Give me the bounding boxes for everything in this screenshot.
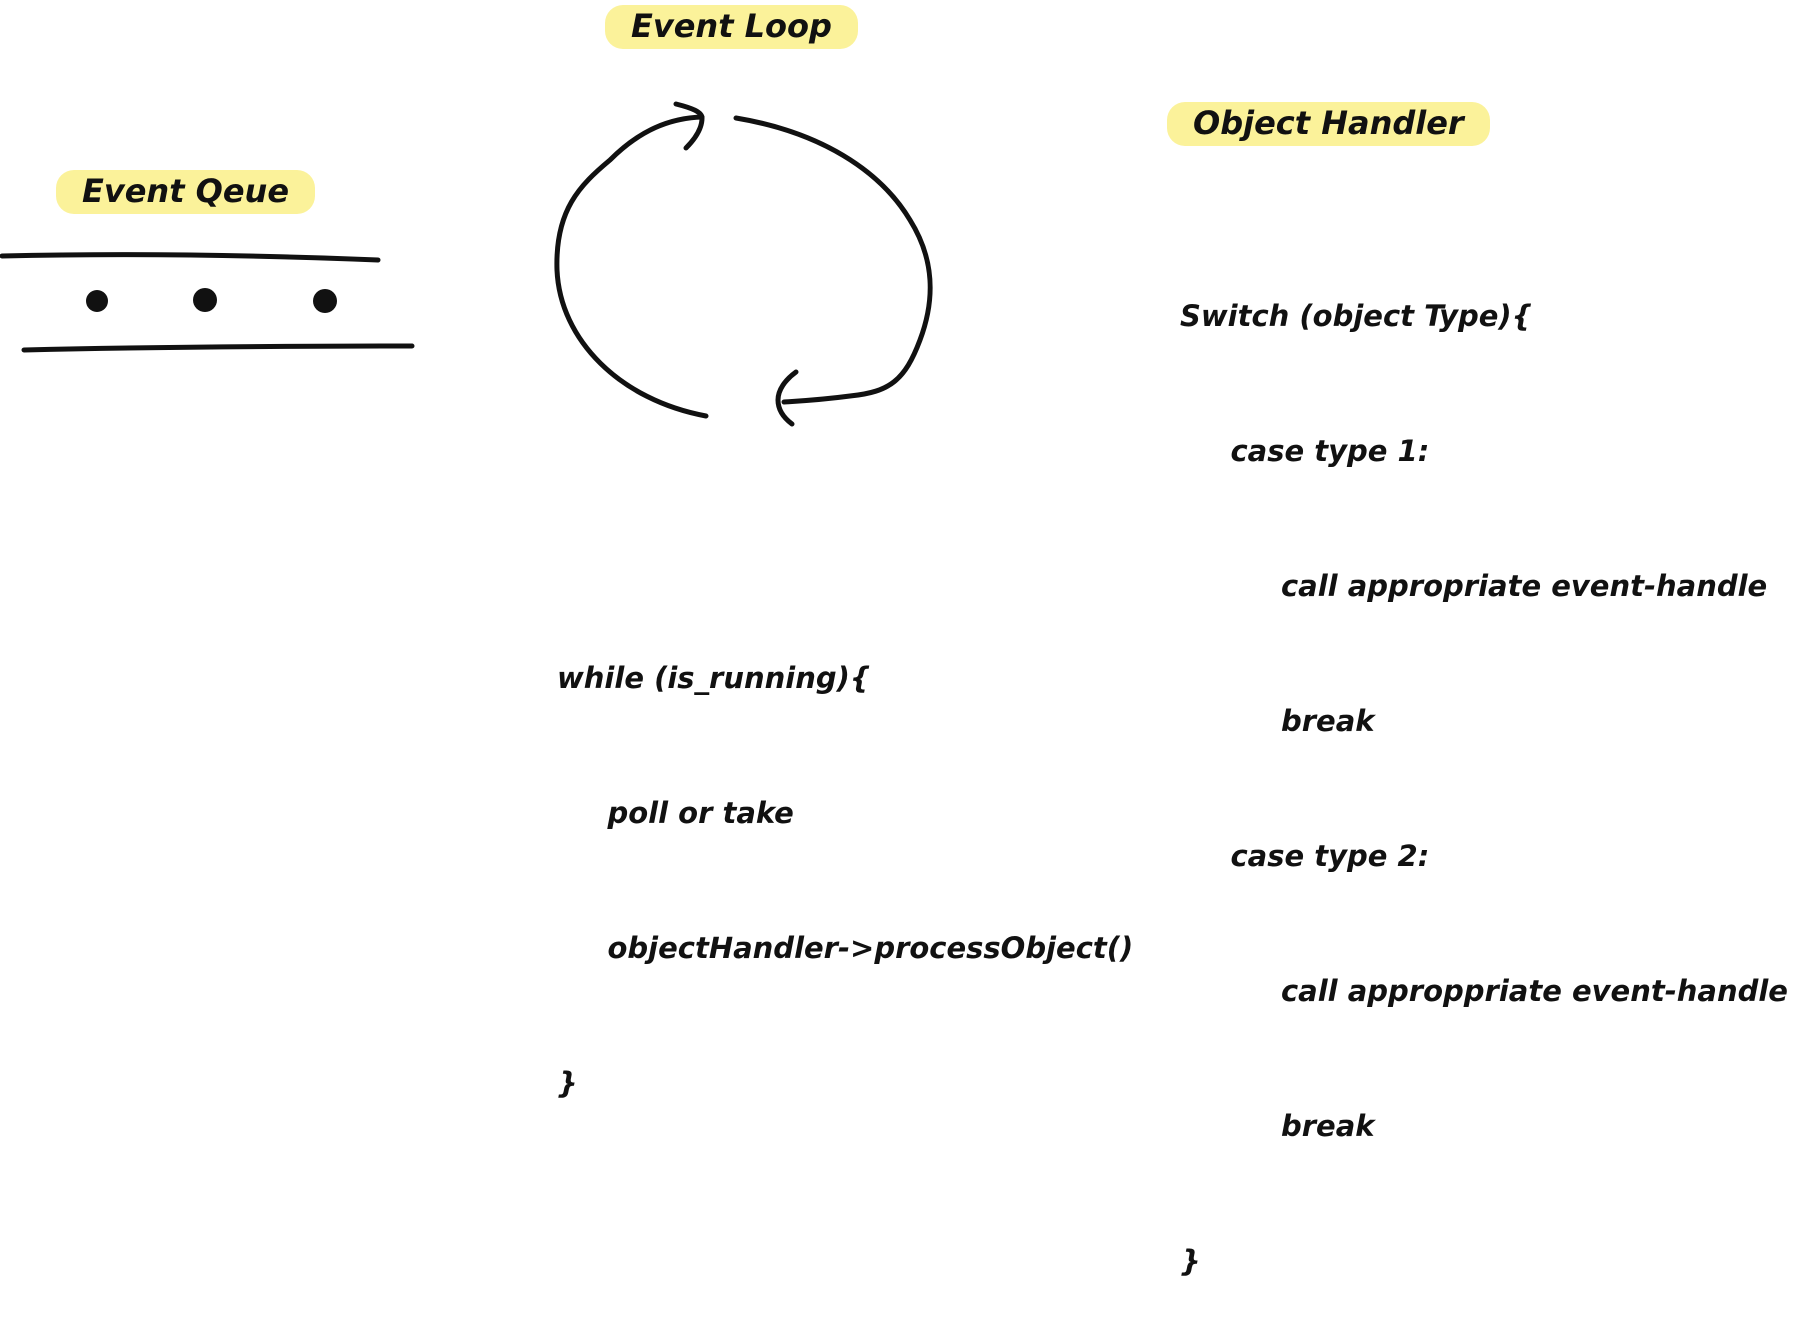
object-handler-code: Switch (object Type){ case type 1: call … bbox=[1180, 204, 1788, 1329]
code-line: case type 1: bbox=[1180, 434, 1430, 468]
code-line: poll or take bbox=[557, 796, 794, 830]
queue-item-dot bbox=[193, 288, 217, 312]
code-line: case type 2: bbox=[1180, 839, 1430, 873]
code-line: break bbox=[1180, 704, 1375, 738]
code-line: } bbox=[1180, 1244, 1201, 1278]
queue-item-dot bbox=[86, 290, 108, 312]
code-line: call approppriate event-handle bbox=[1180, 974, 1788, 1008]
queue-top-line bbox=[0, 252, 381, 263]
code-line: break bbox=[1180, 1109, 1375, 1143]
code-line: } bbox=[557, 1066, 578, 1100]
code-line: objectHandler->processObject() bbox=[557, 931, 1134, 965]
event-queue-title: Event Qeue bbox=[56, 170, 316, 214]
event-loop-title: Event Loop bbox=[605, 5, 858, 49]
queue-item-dot bbox=[313, 289, 337, 313]
queue-items bbox=[86, 288, 337, 313]
code-line: Switch (object Type){ bbox=[1180, 299, 1533, 333]
diagram-drawings bbox=[0, 101, 933, 427]
queue-bottom-line bbox=[21, 343, 415, 353]
event-loop-code: while (is_running){ poll or take objectH… bbox=[557, 566, 1133, 1151]
code-line: call appropriate event-handle bbox=[1180, 569, 1768, 603]
code-line: while (is_running){ bbox=[557, 661, 871, 695]
event-queue-shape bbox=[0, 252, 415, 353]
object-handler-title: Object Handler bbox=[1167, 102, 1490, 146]
loop-cycle-arrows-icon bbox=[554, 101, 933, 427]
